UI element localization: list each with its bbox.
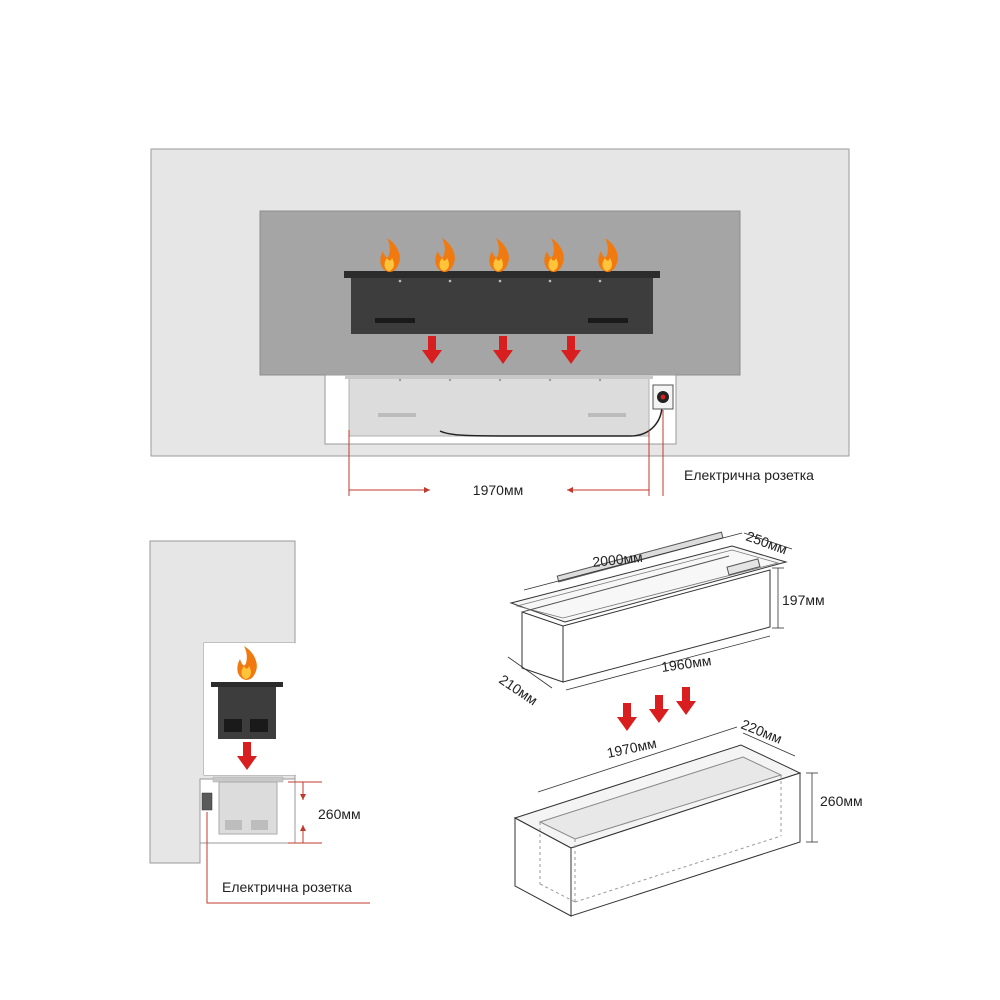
mounting-box-dots: [398, 378, 602, 382]
burner-vent-right: [588, 318, 628, 323]
side-burner-vent: [224, 719, 242, 732]
mounting-vent-right: [588, 413, 626, 417]
side-depth-dimension: [288, 781, 322, 844]
burner-unit: [344, 271, 660, 334]
side-box-vent: [225, 820, 242, 830]
side-socket-label: Електрична розетка: [222, 879, 352, 895]
burner-height-label: 197мм: [782, 592, 825, 608]
side-depth-label: 260мм: [318, 806, 361, 822]
burner-iso-body: [562, 569, 771, 683]
power-socket-icon: [652, 384, 674, 410]
box-length-label: 1970мм: [605, 735, 658, 761]
burner-body: [351, 278, 653, 334]
mounting-vent-left: [378, 413, 416, 417]
side-socket-icon: [201, 792, 213, 811]
burner-iso-slot: [556, 531, 724, 583]
burner-iso-panel: [726, 558, 761, 576]
power-cable: [439, 404, 663, 437]
box-width-label: 220мм: [739, 716, 785, 747]
box-iso-side: [570, 772, 801, 917]
width-dimension: [348, 430, 650, 496]
burner-vent-left: [375, 318, 415, 323]
arrow-down-icon: [676, 687, 696, 715]
side-socket-leader: [206, 812, 370, 904]
side-box-vent: [251, 820, 268, 830]
burner-isometric: [507, 531, 793, 691]
burner-inner-width-label: 210мм: [496, 671, 540, 708]
side-box-rim: [212, 776, 284, 783]
side-burner-vent: [250, 719, 268, 732]
socket-label: Електрична розетка: [684, 467, 814, 483]
box-isometric: [513, 726, 818, 917]
box-height-label: 260мм: [820, 793, 863, 809]
arrow-down-icon: [617, 703, 637, 731]
front-view: 1970мм Електрична розетка: [150, 148, 850, 498]
burner-inner-length-label: 1960мм: [660, 652, 712, 675]
burner-top-plate: [344, 271, 660, 278]
side-view: Електрична розетка 260мм: [149, 540, 370, 904]
burner-iso-top-plate: [509, 545, 788, 623]
burner-top-dots: [398, 279, 602, 283]
arrow-down-icon: [649, 695, 669, 723]
burner-length-label: 2000мм: [592, 549, 644, 570]
width-dimension-label: 1970мм: [473, 482, 523, 498]
mounting-box-rim: [345, 375, 653, 379]
mounting-box: [348, 376, 650, 437]
side-burner-top: [211, 682, 283, 687]
